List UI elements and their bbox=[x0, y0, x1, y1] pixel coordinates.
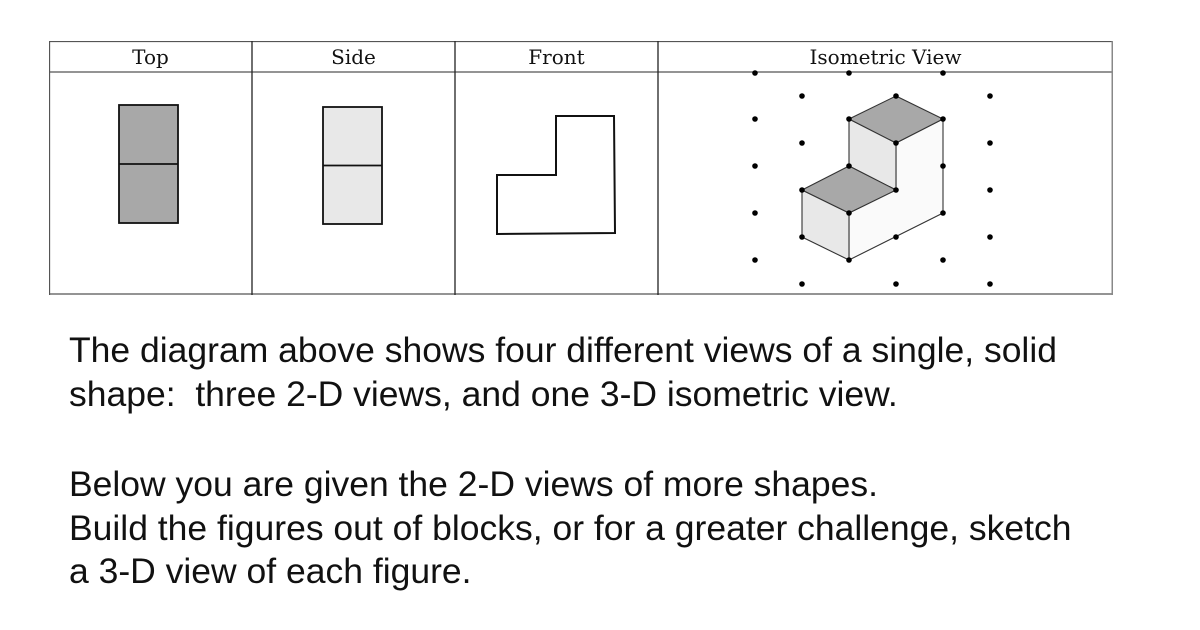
task-line-1: Below you are given the 2-D views of mor… bbox=[69, 464, 879, 504]
header-top: Top bbox=[132, 44, 169, 69]
table-grid bbox=[49, 41, 1113, 295]
isometric-dot-grid bbox=[752, 70, 993, 287]
header-side: Side bbox=[331, 44, 376, 69]
side-view-figure bbox=[322, 106, 383, 225]
views-table: Top Side Front Isometric View bbox=[49, 41, 1113, 295]
intro-line-2: shape: three 2-D views, and one 3-D isom… bbox=[69, 373, 898, 414]
top-view-figure bbox=[118, 104, 179, 224]
task-paragraph: Below you are given the 2-D views of mor… bbox=[69, 463, 1179, 594]
front-view-figure bbox=[496, 115, 617, 236]
isometric-view-figure bbox=[752, 70, 993, 287]
views-table-graphics bbox=[49, 41, 1113, 295]
intro-line-1: The diagram above shows four different v… bbox=[69, 330, 1057, 370]
intro-paragraph: The diagram above shows four different v… bbox=[69, 329, 1179, 416]
task-line-2: Build the figures out of blocks, or for … bbox=[69, 507, 1072, 548]
header-front: Front bbox=[528, 44, 585, 69]
task-line-3: a 3-D view of each figure. bbox=[69, 551, 472, 591]
header-isometric-view: Isometric View bbox=[809, 44, 962, 69]
